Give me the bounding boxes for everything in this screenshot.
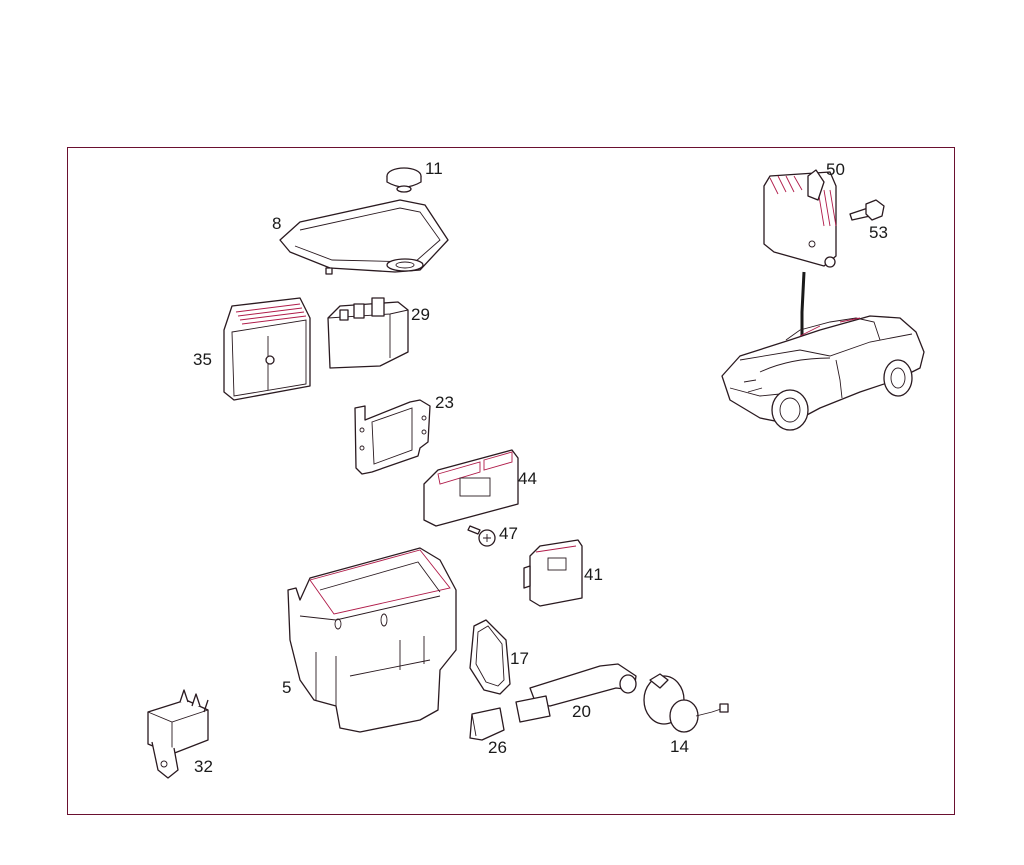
callout-26: 26 xyxy=(488,738,507,757)
callout-5: 5 xyxy=(282,678,291,697)
callout-20: 20 xyxy=(572,702,591,721)
callout-11: 11 xyxy=(425,159,443,178)
part-35-module xyxy=(223,297,311,401)
part-14-pump xyxy=(643,673,729,733)
callout-50: 50 xyxy=(826,160,845,179)
callout-35: 35 xyxy=(193,350,212,369)
part-11-cap xyxy=(386,167,422,193)
part-50-control-unit xyxy=(763,169,837,268)
part-8-cover xyxy=(279,199,449,275)
callout-47: 47 xyxy=(499,524,518,543)
part-32-relay xyxy=(147,689,209,779)
callout-53: 53 xyxy=(869,223,888,242)
part-47-screw xyxy=(467,525,496,547)
part-5-housing xyxy=(287,547,457,733)
callout-32: 32 xyxy=(194,757,213,776)
callout-44: 44 xyxy=(518,469,537,488)
part-17-gasket xyxy=(469,619,511,695)
callout-23: 23 xyxy=(435,393,454,412)
part-53-screw xyxy=(849,199,885,221)
callout-41: 41 xyxy=(584,565,603,584)
callout-8: 8 xyxy=(272,214,281,233)
callout-29: 29 xyxy=(411,305,430,324)
callout-14: 14 xyxy=(670,737,689,756)
part-20-duct xyxy=(515,663,637,723)
diagram-frame xyxy=(67,147,955,815)
callout-17: 17 xyxy=(510,649,529,668)
part-44-ecu xyxy=(423,449,519,527)
car-illustration xyxy=(721,315,925,431)
part-29-relay xyxy=(327,297,409,369)
part-23-bracket xyxy=(354,399,431,475)
part-26-block xyxy=(469,707,505,741)
part-41-module xyxy=(523,539,583,607)
